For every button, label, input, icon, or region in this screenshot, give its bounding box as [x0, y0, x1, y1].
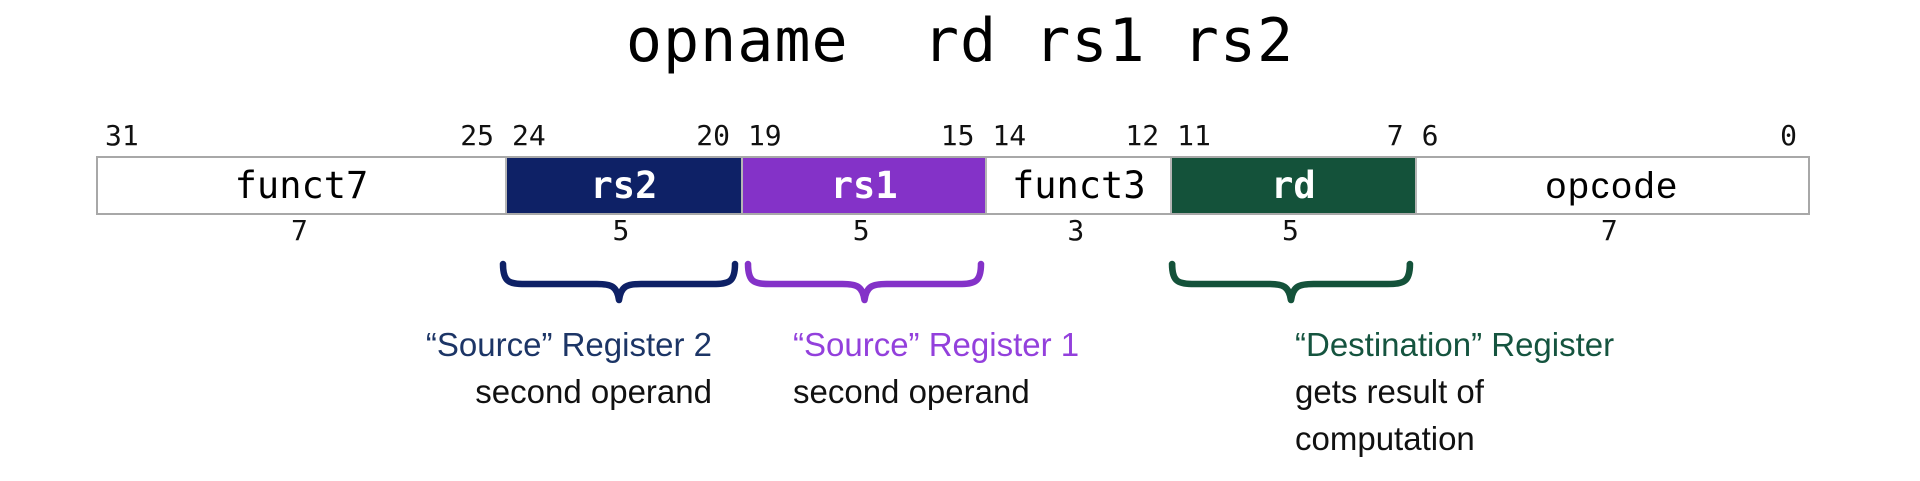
- field-rs2: rs2: [504, 158, 741, 213]
- bit-end: 12: [1125, 119, 1160, 152]
- annotation-rd: “Destination” Register gets result of co…: [1295, 321, 1614, 462]
- annotation-rs1: “Source” Register 1 second operand: [793, 321, 1079, 415]
- annotation-rs1-heading: “Source” Register 1: [793, 326, 1080, 363]
- bit-range-opcode: 6 0: [1413, 120, 1806, 152]
- annotation-rs1-line: second operand: [793, 373, 1030, 410]
- bit-end: 7: [1386, 119, 1404, 152]
- field-boxes-row: funct7 rs2 rs1 funct3 rd opcode: [96, 156, 1810, 215]
- bit-range-funct3: 14 12: [983, 120, 1168, 152]
- annotation-rd-heading: “Destination” Register: [1295, 326, 1615, 363]
- width-rd: 5: [1281, 214, 1299, 247]
- rs1-underbrace-icon: [744, 260, 985, 304]
- field-width-row: 7 5 5 3 5 7: [96, 215, 1806, 247]
- width-rs1: 5: [852, 214, 870, 247]
- annotation-rd-line: computation: [1295, 420, 1475, 457]
- field-opcode: opcode: [1414, 158, 1808, 213]
- bit-range-rs1: 19 15: [739, 120, 984, 152]
- bit-start: 14: [992, 119, 1027, 152]
- field-funct7: funct7: [98, 158, 505, 213]
- bit-start: 11: [1177, 119, 1211, 152]
- width-funct7: 7: [291, 214, 308, 247]
- rd-underbrace-icon: [1168, 260, 1414, 304]
- annotation-rs2-line: second operand: [475, 373, 712, 410]
- bit-end: 20: [696, 119, 730, 152]
- field-funct3: funct3: [985, 158, 1171, 213]
- width-rs2: 5: [612, 214, 630, 247]
- bit-end: 25: [460, 119, 494, 152]
- page-title: opname rd rs1 rs2: [625, 6, 1295, 76]
- bit-start: 24: [511, 119, 546, 152]
- bit-range-rs2: 24 20: [503, 120, 739, 152]
- bit-range-funct7: 31 25: [96, 120, 503, 152]
- annotation-rs2: “Source” Register 2 second operand: [426, 321, 712, 415]
- field-rd: rd: [1170, 158, 1415, 213]
- bit-range-rd: 11 7: [1168, 120, 1413, 152]
- rs2-underbrace-icon: [499, 260, 739, 304]
- width-opcode: 7: [1600, 214, 1618, 247]
- annotation-rd-line: gets result of: [1295, 373, 1484, 410]
- bit-end: 15: [940, 119, 975, 152]
- annotation-rs2-heading: “Source” Register 2: [425, 326, 712, 363]
- bit-end: 0: [1780, 119, 1797, 152]
- bit-start: 6: [1421, 119, 1439, 152]
- bit-start: 19: [747, 119, 782, 152]
- field-rs1: rs1: [740, 158, 986, 213]
- width-funct3: 3: [1067, 214, 1085, 247]
- bit-start: 31: [105, 119, 139, 152]
- bit-index-row: 31 25 24 20 19 15 14 12 11 7 6 0: [96, 120, 1806, 152]
